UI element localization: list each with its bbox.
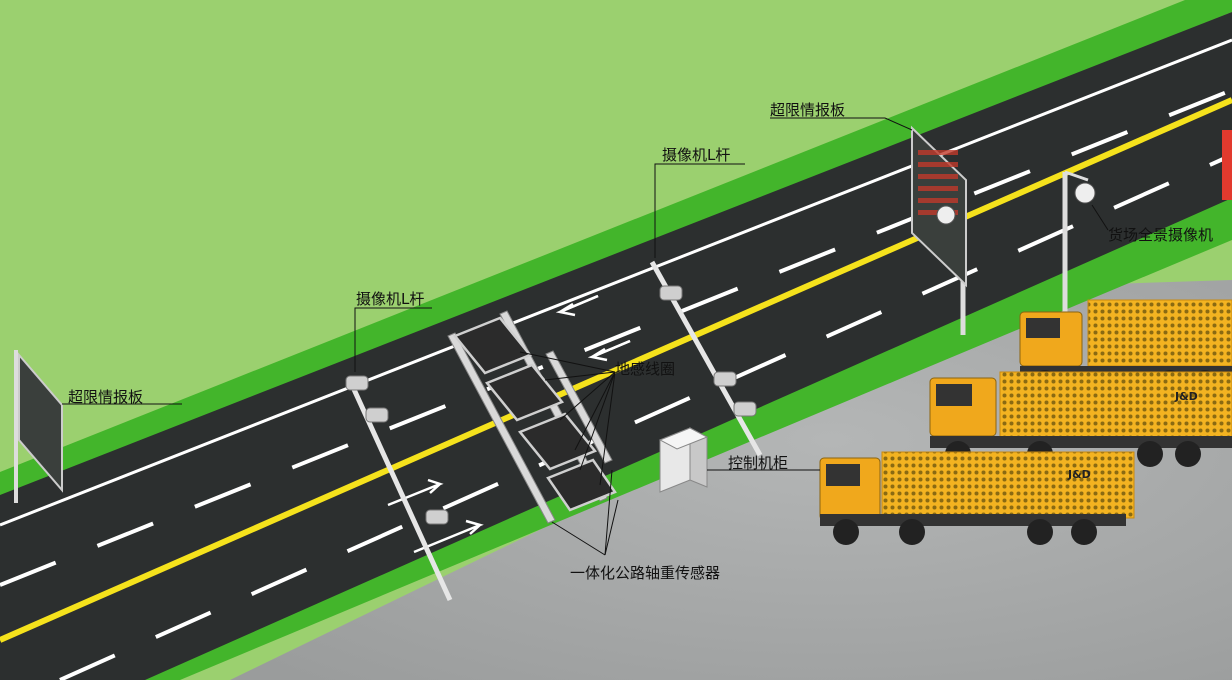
edge-line-upper <box>0 38 1232 527</box>
arrow-left-1-shaft <box>559 294 599 314</box>
arrow-right-2 <box>413 519 484 554</box>
lane-markings <box>0 88 1232 587</box>
leader-coils <box>519 351 616 486</box>
leader-pole-left <box>354 307 432 372</box>
lane-markings-lower <box>59 153 1232 680</box>
camera-pole-left <box>345 375 453 602</box>
red-sign-edge <box>1222 130 1232 200</box>
camera-pole-right <box>649 260 763 457</box>
label-board-right: 超限情报板 <box>770 101 846 119</box>
coil-3 <box>517 412 598 471</box>
label-control-cabinet: 控制机柜 <box>728 454 789 472</box>
label-ground-coil: 地感线圈 <box>615 360 676 378</box>
info-board-left <box>14 350 63 503</box>
camera-left-1 <box>345 375 369 391</box>
label-axle-sensor: 一体化公路轴重传感器 <box>570 564 721 582</box>
coil-4 <box>546 458 617 512</box>
truck-3: J&D <box>819 451 1135 545</box>
arrow-left-2-shaft <box>591 339 631 359</box>
camera-left-2 <box>365 407 389 423</box>
label-board-left: 超限情报板 <box>68 388 144 406</box>
leader-pole-right <box>654 163 745 258</box>
truck-3-logo: J&D <box>1067 468 1091 481</box>
label-camera-pole-right: 摄像机L杆 <box>662 146 731 164</box>
center-line <box>0 97 1232 643</box>
yard-camera-arm <box>1064 170 1089 182</box>
info-board-right <box>911 125 967 335</box>
camera-left-3 <box>425 509 449 525</box>
ground-coils <box>452 316 617 512</box>
label-camera-pole-left: 摄像机L杆 <box>356 290 425 308</box>
camera-right-3 <box>733 401 757 417</box>
camera-right-2 <box>713 371 737 387</box>
leader-sensors <box>551 469 619 556</box>
sensor-strip-1 <box>447 332 556 524</box>
dome-camera-yard <box>1074 182 1096 204</box>
coil-1 <box>452 316 533 375</box>
coil-2 <box>484 363 565 422</box>
leader-board-right <box>770 117 913 131</box>
sensor-strip-3 <box>545 350 613 464</box>
truck-2-logo: J&D <box>1174 390 1198 403</box>
cabinet-top <box>658 427 709 450</box>
label-yard-camera: 货场全景摄像机 <box>1108 226 1214 244</box>
camera-right-1 <box>659 285 683 301</box>
yard-camera <box>1062 170 1096 314</box>
leader-lines <box>62 117 1109 556</box>
dome-camera-board <box>936 205 956 225</box>
leader-yard-camera <box>1091 204 1109 231</box>
truck-2: J&D <box>929 371 1232 467</box>
board-left-face <box>18 352 63 493</box>
control-cabinet <box>658 427 709 493</box>
